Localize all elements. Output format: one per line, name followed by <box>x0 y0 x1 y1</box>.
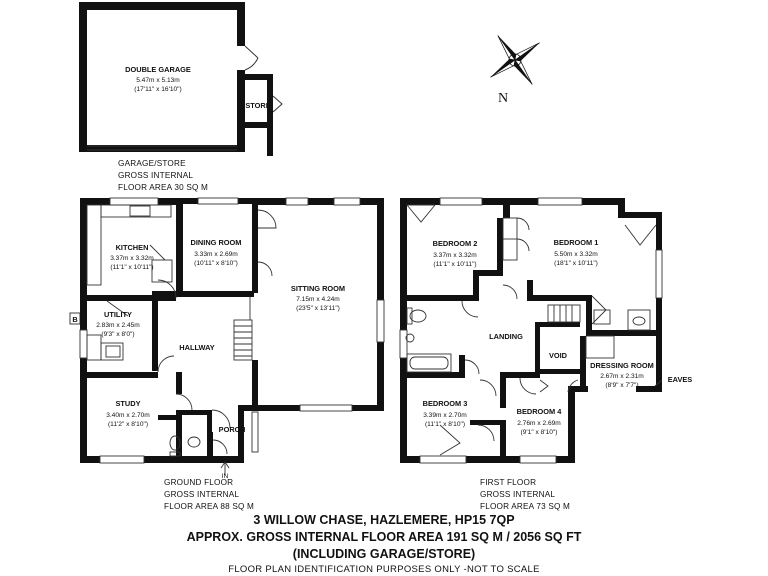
hallway-title: HALLWAY <box>179 343 215 352</box>
utility-title: UTILITY <box>104 310 132 319</box>
study-dims-metric: 3.40m x 2.70m <box>106 412 150 419</box>
compass-north-label: N <box>498 91 508 106</box>
ground-floor-fixtures <box>79 197 385 475</box>
boiler-marker <box>69 312 81 325</box>
footer-disclaimer: FLOOR PLAN IDENTIFICATION PURPOSES ONLY … <box>228 564 540 575</box>
garage-caption-line2: GROSS INTERNAL <box>118 171 193 180</box>
kitchen-dims-metric: 3.37m x 3.32m <box>110 255 154 262</box>
bedroom1-dims-imperial: (18'1" x 10'11") <box>554 260 598 267</box>
study-title: STUDY <box>115 399 140 408</box>
utility-dims-metric: 2.83m x 2.45m <box>96 322 140 329</box>
boiler-mark: B <box>72 315 77 324</box>
bedroom3-dims-metric: 3.39m x 2.70m <box>423 412 467 419</box>
garage-walls <box>79 2 273 156</box>
bedroom4-dims-imperial: (9'1" x 8'10") <box>521 429 558 436</box>
eaves-label: EAVES <box>668 375 693 384</box>
sitting-room-dims-imperial: (23'5" x 13'11") <box>296 305 340 312</box>
void-title: VOID <box>549 351 568 360</box>
first-floor-caption-line2: GROSS INTERNAL <box>480 490 555 499</box>
bedroom1-dims-metric: 5.50m x 3.32m <box>554 251 598 258</box>
entrance-label: IN <box>222 473 229 480</box>
sitting-room-dims-metric: 7.15m x 4.24m <box>296 296 340 303</box>
bedroom3-title: BEDROOM 3 <box>423 399 468 408</box>
porch-title: PORCH <box>219 425 246 434</box>
dressing-room-dims-metric: 2.67m x 2.31m <box>600 373 644 380</box>
garage-dims-metric: 5.47m x 5.13m <box>136 77 180 84</box>
store-title: STORE <box>245 101 270 110</box>
study-dims-imperial: (11'2" x 8'10") <box>108 421 148 428</box>
dining-room-title: DINING ROOM <box>191 238 242 247</box>
bedroom4-title: BEDROOM 4 <box>517 407 563 416</box>
utility-dims-imperial: (9'3" x 8'0") <box>101 331 134 338</box>
footer-total-area: APPROX. GROSS INTERNAL FLOOR AREA 191 SQ… <box>186 530 582 544</box>
bedroom4-dims-metric: 2.76m x 2.69m <box>517 420 561 427</box>
garage-dims-imperial: (17'11" x 16'10") <box>134 86 181 93</box>
footer-address: 3 WILLOW CHASE, HAZLEMERE, HP15 7QP <box>253 513 515 527</box>
ground-floor-caption-line2: GROSS INTERNAL <box>164 490 239 499</box>
garage-caption-line1: GARAGE/STORE <box>118 159 186 168</box>
footer-including-note: (INCLUDING GARAGE/STORE) <box>292 547 476 561</box>
bedroom2-title: BEDROOM 2 <box>433 239 478 248</box>
garage-caption-line3: FLOOR AREA 30 SQ M <box>118 183 208 192</box>
dining-room-dims-imperial: (10'11" x 8'10") <box>194 260 238 267</box>
ground-floor-caption-line3: FLOOR AREA 88 SQ M <box>164 502 254 511</box>
landing-title: LANDING <box>489 332 523 341</box>
first-floor-caption-line3: FLOOR AREA 73 SQ M <box>480 502 570 511</box>
bedroom2-dims-imperial: (11'1" x 10'11") <box>433 261 476 268</box>
kitchen-title: KITCHEN <box>116 243 149 252</box>
first-floor-caption-line1: FIRST FLOOR <box>480 478 536 487</box>
sitting-room-title: SITTING ROOM <box>291 284 345 293</box>
compass-rose-icon <box>490 35 540 85</box>
dressing-room-title: DRESSING ROOM <box>590 361 654 370</box>
dining-room-dims-metric: 3.33m x 2.69m <box>194 251 238 258</box>
bedroom2-dims-metric: 3.37m x 3.32m <box>433 252 477 259</box>
kitchen-dims-imperial: (11'1" x 10'11") <box>110 264 153 271</box>
first-floor-fixtures <box>399 197 663 464</box>
bedroom3-dims-imperial: (11'1" x 8'10") <box>425 421 465 428</box>
garage-title: DOUBLE GARAGE <box>125 65 191 74</box>
dressing-room-dims-imperial: (8'9" x 7'7") <box>605 382 638 389</box>
ground-floor-caption-line1: GROUND FLOOR <box>164 478 233 487</box>
bedroom1-title: BEDROOM 1 <box>554 238 599 247</box>
garage-door-lines <box>87 45 283 151</box>
